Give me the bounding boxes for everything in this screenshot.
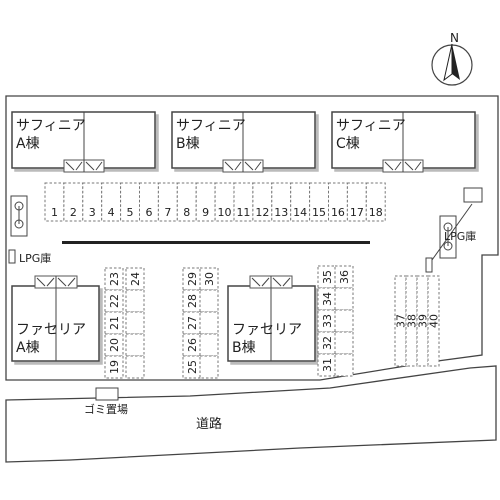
- parking-space: [125, 355, 145, 379]
- garbage-area: ゴミ置場: [84, 387, 128, 416]
- parking-space: [104, 289, 124, 313]
- building-wing: A棟: [16, 340, 40, 356]
- parking-space-number: 39: [417, 314, 430, 328]
- parking-space-number: 14: [293, 206, 307, 219]
- building-faceria-a: ファセリア A棟: [11, 275, 100, 362]
- parking-space-number: 33: [321, 314, 334, 328]
- parking-space-number: 8: [183, 206, 190, 219]
- parking-space: [334, 265, 354, 289]
- parking-space-number: 27: [186, 316, 199, 330]
- building-faceria-b: ファセリア B棟: [227, 275, 316, 362]
- building-name: サフィニア: [336, 118, 406, 134]
- building-name: ファセリア: [16, 322, 86, 338]
- parking-space-number: 11: [236, 206, 250, 219]
- parking-space-number: 19: [108, 360, 121, 374]
- parking-space-number: 34: [321, 292, 334, 306]
- parking-space: [125, 267, 145, 291]
- bicycle-icon: [14, 201, 24, 229]
- parking-space: [334, 309, 354, 333]
- parking-space: [334, 353, 354, 377]
- building-name: サフィニア: [176, 118, 246, 134]
- compass-label: N: [450, 31, 459, 45]
- parking-space: [104, 333, 124, 357]
- aisle-line: [62, 241, 370, 244]
- parking-space-number: 38: [406, 314, 419, 328]
- building-name: サフィニア: [16, 118, 86, 134]
- north-arrow-icon: N: [431, 31, 473, 86]
- parking-space-number: 40: [428, 314, 441, 328]
- parking-space: [125, 311, 145, 335]
- parking-space-number: 7: [164, 206, 171, 219]
- garbage-label: ゴミ置場: [84, 402, 128, 416]
- road: [5, 365, 497, 463]
- parking-space-number: 26: [186, 338, 199, 352]
- building-sunfinia-a: サフィニア A棟: [11, 111, 156, 173]
- parking-space: [334, 331, 354, 355]
- parking-space: [104, 267, 124, 291]
- parking-column-a: 23 22 21 20 19 24: [104, 267, 145, 379]
- lpg-storage-left: LPG庫: [8, 249, 51, 265]
- road-label: 道路: [196, 416, 222, 432]
- parking-space-number: 30: [203, 272, 216, 286]
- parking-space-number: 1: [51, 206, 58, 219]
- lpg-label-right: LPG庫: [444, 229, 476, 243]
- parking-space-number: 3: [89, 206, 96, 219]
- parking-space-number: 23: [108, 272, 121, 286]
- parking-space-number: 31: [321, 358, 334, 372]
- bicycle-icon: [443, 222, 453, 251]
- bicycle-parking-right: [439, 215, 457, 259]
- parking-space-number: 32: [321, 336, 334, 350]
- parking-space: [125, 289, 145, 313]
- building-wing: A棟: [16, 136, 40, 152]
- parking-space-number: 18: [369, 206, 383, 219]
- parking-space: [427, 275, 440, 367]
- parking-space-number: 4: [108, 206, 115, 219]
- parking-space-number: 28: [186, 294, 199, 308]
- parking-space: [104, 355, 124, 379]
- parking-space-number: 2: [70, 206, 77, 219]
- parking-space-number: 10: [218, 206, 232, 219]
- parking-space-number: 35: [321, 270, 334, 284]
- parking-space: [365, 182, 386, 222]
- parking-space-number: 15: [312, 206, 326, 219]
- lpg-label-left: LPG庫: [19, 251, 51, 265]
- parking-column-c: 35 34 33 32 31 36: [317, 265, 354, 377]
- parking-space: [104, 311, 124, 335]
- parking-space: [199, 289, 219, 313]
- building-name: ファセリア: [232, 322, 302, 338]
- parking-space-number: 6: [145, 206, 152, 219]
- parking-space-number: 20: [108, 338, 121, 352]
- parking-space-number: 13: [274, 206, 288, 219]
- parking-space-number: 17: [350, 206, 364, 219]
- lpg-storage-right: LPG庫: [425, 187, 483, 273]
- building-sunfinia-c: サフィニア C棟: [331, 111, 476, 173]
- parking-space-number: 9: [202, 206, 209, 219]
- bicycle-parking-left: [10, 195, 28, 237]
- parking-space-number: 36: [338, 270, 351, 284]
- building-wing: C棟: [336, 136, 360, 152]
- parking-space-number: 24: [129, 272, 142, 286]
- parking-space-number: 12: [255, 206, 269, 219]
- parking-space: [199, 333, 219, 357]
- parking-space-number: 22: [108, 294, 121, 308]
- parking-space: [199, 267, 219, 291]
- parking-space-number: 29: [186, 272, 199, 286]
- parking-space-number: 21: [108, 316, 121, 330]
- parking-space-number: 37: [395, 314, 408, 328]
- building-wing: B棟: [232, 340, 256, 356]
- parking-space: [199, 355, 219, 379]
- parking-space-number: 5: [127, 206, 134, 219]
- parking-column-b: 29 28 27 26 25 30: [182, 267, 219, 379]
- parking-space-number: 16: [331, 206, 345, 219]
- building-wing: B棟: [176, 136, 200, 152]
- parking-space: [334, 287, 354, 311]
- building-sunfinia-b: サフィニア B棟: [171, 111, 316, 173]
- parking-space: [125, 333, 145, 357]
- parking-space: [199, 311, 219, 335]
- parking-space-number: 25: [186, 360, 199, 374]
